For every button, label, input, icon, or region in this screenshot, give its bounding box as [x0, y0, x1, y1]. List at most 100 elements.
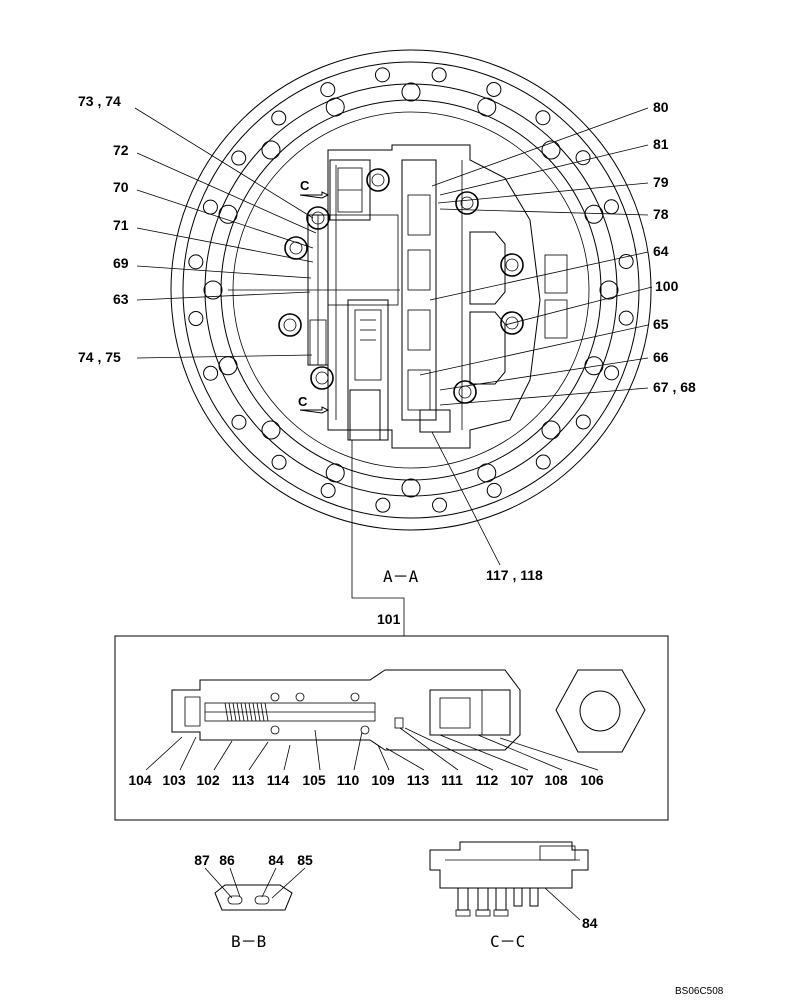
- bb-callout-85: 85: [297, 852, 313, 868]
- inner-bolt-hole: [584, 356, 604, 376]
- bolt-head: [310, 366, 334, 390]
- callout-69: 69: [113, 255, 129, 271]
- callout-67-68: 67 , 68: [653, 379, 696, 395]
- callout-117-118: 117 , 118: [486, 567, 543, 583]
- outer-bolt-hole: [374, 67, 390, 83]
- detail-callout-112: 112: [476, 772, 499, 788]
- detail-callout-102: 102: [196, 772, 220, 788]
- outer-bolt-hole: [203, 365, 219, 381]
- outer-bolt-hole: [320, 82, 336, 98]
- callout-100: 100: [655, 278, 679, 294]
- detail-leader: [385, 747, 425, 771]
- detail-leader: [399, 727, 459, 771]
- outer-bolt-hole: [535, 110, 551, 126]
- valve-bolt-heads: [278, 168, 524, 404]
- detail-leader: [499, 737, 599, 771]
- outer-bolt-hole: [604, 365, 620, 381]
- inner-bolt-hole: [541, 420, 561, 440]
- callout-78: 78: [653, 206, 669, 222]
- inner-bolt-hole: [584, 204, 604, 224]
- detail-callout-114: 114: [267, 772, 290, 788]
- callout-101: 101: [377, 611, 401, 627]
- inner-bolt-hole: [541, 140, 561, 160]
- outer-bolt-hole: [535, 454, 551, 470]
- detail-leader: [314, 729, 321, 771]
- callout-66: 66: [653, 349, 669, 365]
- outer-bolt-hole: [618, 253, 634, 269]
- callout-63: 63: [113, 291, 129, 307]
- inner-bolt-hole: [401, 82, 421, 102]
- outer-bolt-hole: [271, 110, 287, 126]
- outer-bolt-hole: [320, 483, 336, 499]
- callout-65: 65: [653, 316, 669, 332]
- detail-leader: [248, 741, 269, 771]
- outer-bolt-hole: [202, 199, 218, 215]
- detail-callout-113: 113: [407, 772, 430, 788]
- section-bb-view: B－B: [204, 867, 306, 951]
- outer-bolt-hole: [486, 482, 502, 498]
- callout-84-cc: 84: [582, 915, 598, 931]
- inner-bolt-hole: [203, 280, 223, 300]
- outer-bolt-hole: [618, 310, 634, 326]
- outer-bolt-hole: [231, 414, 247, 430]
- callout-80: 80: [653, 99, 669, 115]
- main-housing-view: C C: [170, 49, 652, 531]
- detail-callout-113: 113: [232, 772, 255, 788]
- bolt-head: [306, 206, 330, 230]
- outer-bolt-hole: [188, 311, 204, 327]
- callout-73-74: 73 , 74: [78, 93, 121, 109]
- inner-bolt-hole: [218, 204, 238, 224]
- detail-callout-111: 111: [441, 772, 463, 788]
- drawing-code: BS06C508: [675, 986, 724, 997]
- leader-lines: [134, 107, 653, 636]
- section-c-marker-bottom: C: [298, 394, 308, 409]
- outer-bolt-hole: [271, 454, 287, 470]
- detail-leader: [145, 736, 183, 771]
- detail-101-box: [114, 635, 669, 821]
- bolt-head: [278, 313, 302, 337]
- inner-bolt-hole: [261, 420, 281, 440]
- outer-bolt-hole: [575, 150, 591, 166]
- detail-callout-104: 104: [128, 772, 152, 788]
- outer-bolt-hole: [431, 67, 447, 83]
- callout-72: 72: [113, 142, 129, 158]
- detail-callout-106: 106: [580, 772, 604, 788]
- outer-bolt-hole: [188, 254, 204, 270]
- inner-bolt-hole: [477, 463, 497, 483]
- detail-leader: [439, 734, 529, 771]
- detail-callout-105: 105: [302, 772, 326, 788]
- bolt-head: [366, 168, 390, 192]
- detail-leader: [213, 740, 233, 771]
- detail-leader: [477, 734, 563, 771]
- spring-coils: [224, 702, 269, 722]
- bb-callout-86: 86: [219, 852, 235, 868]
- inner-bolt-hole: [218, 356, 238, 376]
- callouts-aa: 73 , 74 72 70 71 69 63 74 , 75 80 81 79 …: [78, 93, 696, 627]
- bb-callout-87: 87: [194, 852, 210, 868]
- inner-bolt-hole: [325, 97, 345, 117]
- outer-bolt-hole: [375, 497, 391, 513]
- section-bb-callout-row: 87 86 84 85: [194, 852, 313, 868]
- callout-64: 64: [653, 243, 669, 259]
- bolt-head: [500, 311, 524, 335]
- outer-bolt-hole: [231, 150, 247, 166]
- inner-bolt-hole: [477, 97, 497, 117]
- detail-leader: [283, 744, 291, 771]
- inner-bolt-holes: [203, 82, 619, 498]
- section-bb-label: B－B: [231, 932, 266, 951]
- detail-leader: [377, 744, 390, 771]
- bb-callout-84: 84: [268, 852, 284, 868]
- section-c-marker-top: C: [300, 178, 310, 193]
- outer-bolt-hole: [603, 199, 619, 215]
- bolt-head: [453, 380, 477, 404]
- bolt-head: [284, 236, 308, 260]
- detail-callout-109: 109: [371, 772, 395, 788]
- section-cc-view: 84 C－C: [429, 841, 598, 951]
- inner-bolt-hole: [401, 478, 421, 498]
- detail-leader: [353, 731, 363, 771]
- outer-bolt-hole: [486, 81, 502, 97]
- detail-callout-103: 103: [162, 772, 186, 788]
- section-cc-label: C－C: [490, 932, 525, 951]
